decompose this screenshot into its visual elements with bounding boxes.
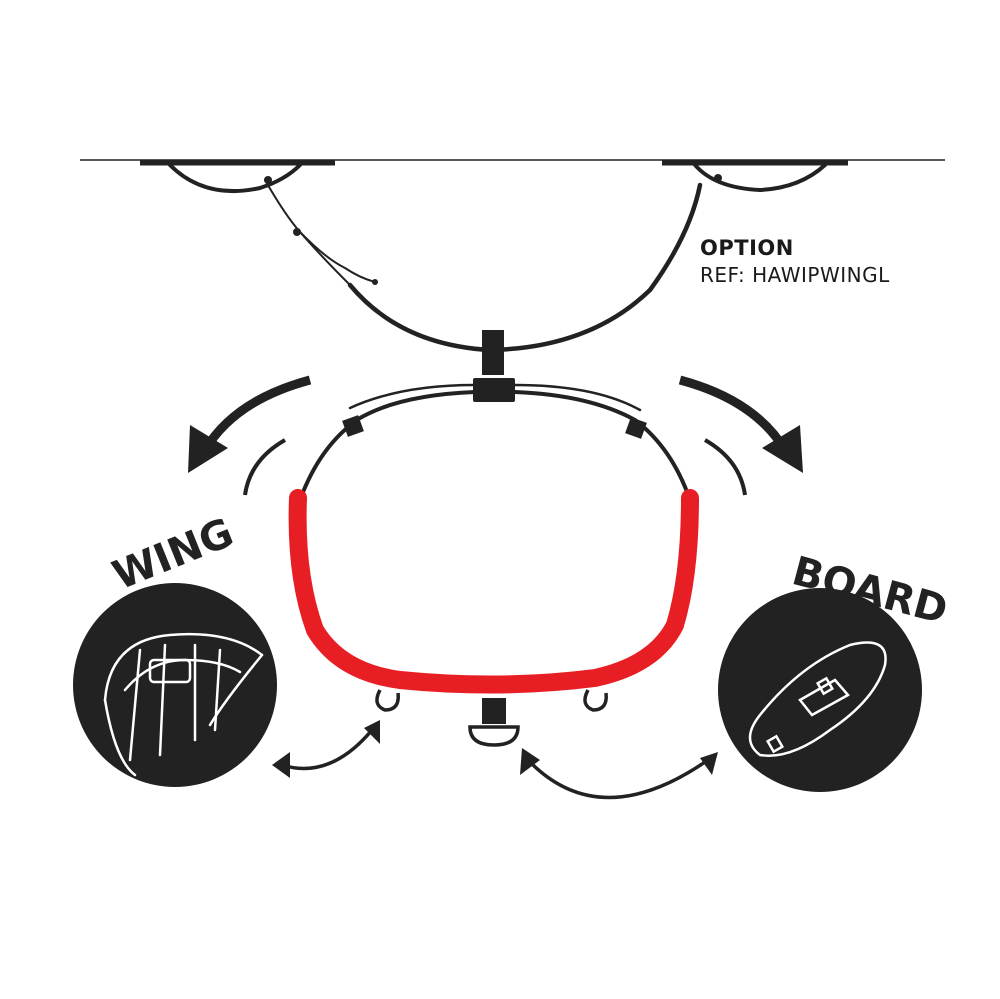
- wing-target: WING: [73, 510, 277, 787]
- option-title: OPTION: [700, 236, 794, 260]
- top-bar: [80, 159, 945, 166]
- option-ref: REF: HAWIPWINGL: [700, 263, 890, 287]
- connection-arrows: [272, 720, 718, 800]
- option-info: OPTION REF: HAWIPWINGL: [700, 234, 890, 288]
- upper-bridle: [168, 163, 827, 353]
- lower-bridle: [298, 383, 692, 502]
- board-icon: [748, 641, 887, 757]
- red-strap: [288, 489, 699, 694]
- board-target: BOARD: [718, 548, 952, 792]
- strap-rings: [375, 689, 608, 747]
- swivel-connector: [473, 330, 515, 402]
- wing-icon: [103, 632, 264, 777]
- swing-arrows: [188, 375, 803, 496]
